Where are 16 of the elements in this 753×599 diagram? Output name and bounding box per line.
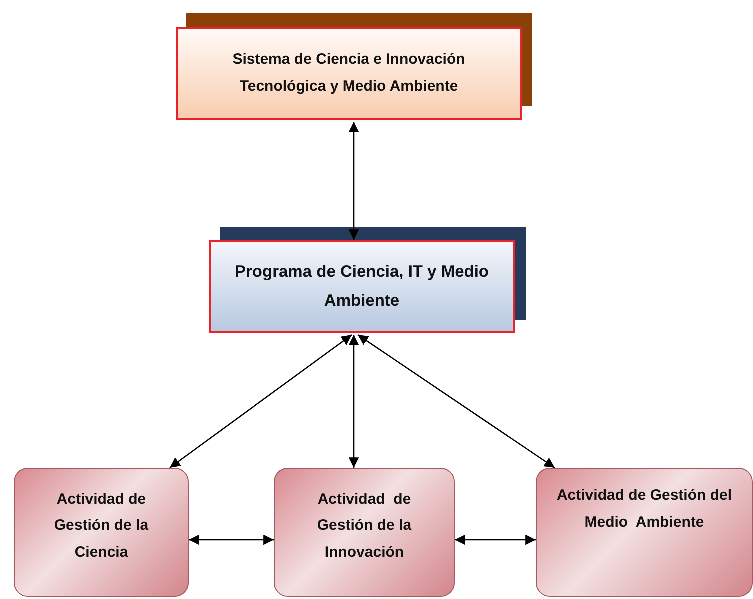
- box-label: Actividad de Gestión de la Ciencia: [53, 490, 150, 563]
- process-box: [274, 468, 455, 597]
- process-box: [536, 468, 753, 597]
- box-label: Actividad de Gestión del Medio Ambiente: [556, 486, 734, 532]
- box-label: Sistema de Ciencia e Innovación Tecnológica y Medio Ambiente: [232, 50, 466, 96]
- double-arrow: [170, 334, 352, 469]
- double-arrow: [348, 335, 360, 468]
- double-arrow: [455, 534, 536, 546]
- double-arrow: [348, 122, 360, 240]
- box-label: Programa de Ciencia, IT y Medio Ambiente: [234, 262, 490, 312]
- process-box: [209, 240, 515, 333]
- box-label: Actividad de Gestión de la Innovación: [316, 490, 413, 563]
- process-box: [14, 468, 189, 597]
- double-arrow: [189, 534, 274, 546]
- double-arrow: [358, 334, 556, 469]
- process-box: [176, 27, 522, 120]
